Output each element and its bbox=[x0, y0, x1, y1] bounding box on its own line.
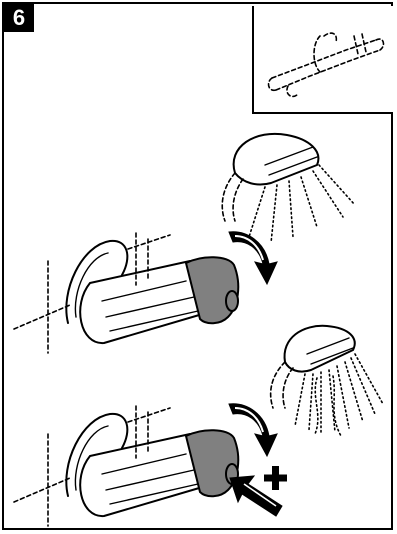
rotation-arrow-icon bbox=[228, 231, 278, 286]
valve-illustration-upper bbox=[13, 232, 240, 354]
rotation-arrow-icon-lower bbox=[228, 403, 278, 458]
push-arrow-icon bbox=[229, 475, 283, 517]
shower-head-icon bbox=[221, 132, 356, 244]
shower-head-icon-lower bbox=[269, 324, 384, 437]
plus-icon bbox=[264, 466, 287, 490]
overview-inset bbox=[252, 6, 393, 114]
thermostatic-valve-overview-icon bbox=[267, 32, 385, 98]
step-number-badge: 6 bbox=[4, 4, 34, 32]
